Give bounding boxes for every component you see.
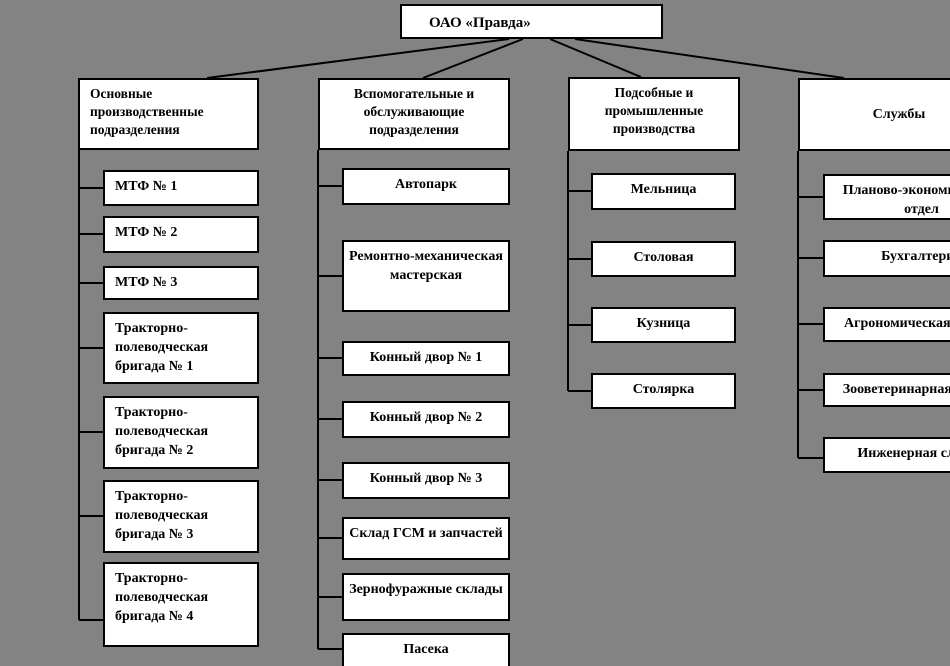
column-header-services: Службы <box>798 78 950 151</box>
column-header-auxiliary-service: Вспомогательные и обслуживающие подразде… <box>318 78 510 150</box>
item-mtf-3: МТФ № 3 <box>103 266 259 300</box>
item-agronomy-service: Агрономическая служба <box>823 307 950 342</box>
item-engineering-service: Инженерная служба <box>823 437 950 473</box>
item-horse-yard-2: Конный двор № 2 <box>342 401 510 438</box>
item-tractor-brigade-1: Тракторно-полеводческая бригада № 1 <box>103 312 259 384</box>
item-tractor-brigade-3: Тракторно-полеводческая бригада № 3 <box>103 480 259 553</box>
item-apiary: Пасека <box>342 633 510 666</box>
item-smithy: Кузница <box>591 307 736 343</box>
column-header-main-production: Основные производственные подразделения <box>78 78 259 150</box>
item-horse-yard-1: Конный двор № 1 <box>342 341 510 376</box>
item-repair-workshop: Ремонтно-механическая мастерская <box>342 240 510 312</box>
item-fuel-parts-warehouse: Склад ГСМ и запчастей <box>342 517 510 560</box>
item-carpentry: Столярка <box>591 373 736 409</box>
item-autopark: Автопарк <box>342 168 510 205</box>
item-planning-economic-dept: Планово-экономический отдел <box>823 174 950 220</box>
item-tractor-brigade-2: Тракторно-полеводческая бригада № 2 <box>103 396 259 469</box>
item-mtf-1: МТФ № 1 <box>103 170 259 206</box>
column-header-subsidiary-industrial: Подсобные и промышленные производства <box>568 77 740 151</box>
item-mill: Мельница <box>591 173 736 210</box>
item-accounting: Бухгалтерия <box>823 240 950 277</box>
item-mtf-2: МТФ № 2 <box>103 216 259 253</box>
company-root-box: ОАО «Правда» <box>400 4 663 39</box>
item-horse-yard-3: Конный двор № 3 <box>342 462 510 499</box>
item-tractor-brigade-4: Тракторно-полеводческая бригада № 4 <box>103 562 259 647</box>
item-canteen: Столовая <box>591 241 736 277</box>
item-veterinary-service: Зооветеринарная служба <box>823 373 950 407</box>
item-grain-forage-warehouses: Зернофуражные склады <box>342 573 510 621</box>
